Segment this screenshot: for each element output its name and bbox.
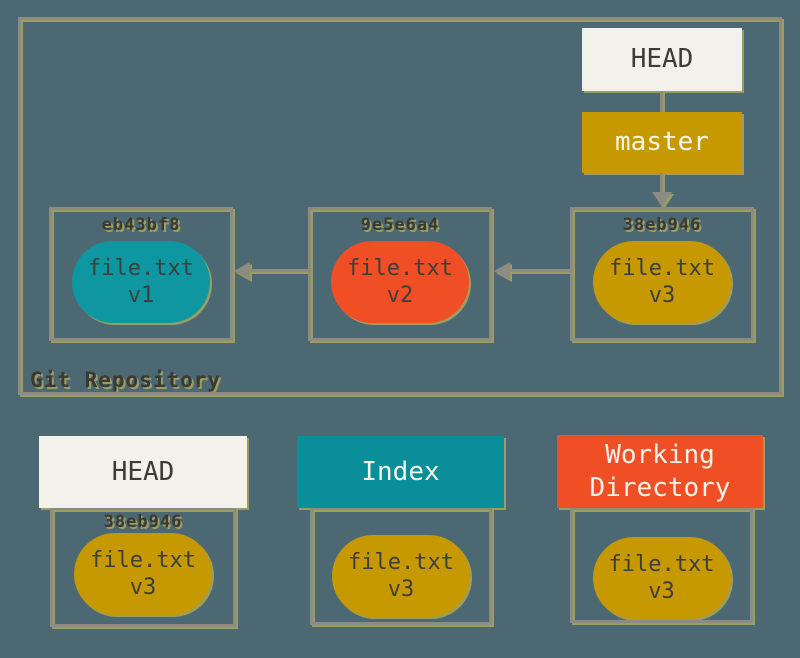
arrowhead-left-icon bbox=[494, 262, 510, 280]
file-snapshot-blob: file.txt v3 bbox=[593, 241, 731, 323]
file-name: file.txt bbox=[347, 255, 453, 281]
file-snapshot-blob: file.txt v2 bbox=[331, 241, 469, 323]
file-snapshot-blob: file.txt v1 bbox=[72, 241, 210, 323]
commit-box-9e5e6a4: 9e5e6a4 file.txt v2 bbox=[308, 207, 492, 341]
head-pointer-box: HEAD bbox=[582, 28, 742, 91]
file-version: v3 bbox=[387, 577, 415, 602]
file-name: file.txt bbox=[90, 547, 196, 573]
head-area-header: HEAD bbox=[39, 436, 247, 508]
commit-hash: 38eb946 bbox=[622, 215, 702, 235]
commit-box-38eb946: 38eb946 file.txt v3 bbox=[570, 207, 754, 341]
file-name: file.txt bbox=[88, 255, 194, 281]
working-directory-title: Working Directory bbox=[589, 440, 731, 503]
file-name: file.txt bbox=[348, 549, 454, 575]
commit-box-eb43bf8: eb43bf8 file.txt v1 bbox=[49, 207, 233, 341]
git-repository-box bbox=[18, 17, 782, 395]
head-area-hash: 38eb946 bbox=[103, 512, 183, 532]
file-snapshot-blob: file.txt v3 bbox=[332, 535, 470, 617]
file-snapshot-blob: file.txt v3 bbox=[74, 533, 212, 615]
master-branch-box: master bbox=[582, 112, 742, 173]
commit-hash: 9e5e6a4 bbox=[360, 215, 440, 235]
working-directory-header: Working Directory bbox=[557, 435, 763, 508]
file-snapshot-blob: file.txt v3 bbox=[592, 537, 731, 619]
file-name: file.txt bbox=[609, 255, 715, 281]
file-version: v3 bbox=[648, 579, 675, 604]
master-branch-label: master bbox=[615, 127, 709, 158]
file-version: v2 bbox=[386, 283, 414, 308]
head-area-title: HEAD bbox=[111, 456, 175, 487]
connector-commit3-to-commit2 bbox=[510, 269, 570, 272]
connector-master-to-commit bbox=[660, 173, 663, 193]
file-version: v1 bbox=[127, 283, 155, 308]
file-name: file.txt bbox=[608, 551, 715, 577]
index-area-box: file.txt v3 bbox=[310, 507, 492, 625]
head-area-box: 38eb946 file.txt v3 bbox=[50, 507, 236, 627]
index-area-header: Index bbox=[297, 436, 504, 508]
working-directory-box: file.txt v3 bbox=[570, 507, 753, 623]
arrowhead-down-icon bbox=[652, 192, 672, 207]
arrowhead-left-icon bbox=[234, 262, 250, 280]
head-pointer-label: HEAD bbox=[630, 44, 694, 75]
index-area-title: Index bbox=[361, 456, 440, 487]
git-repository-label: Git Repository bbox=[30, 368, 222, 392]
file-version: v3 bbox=[648, 283, 676, 308]
file-version: v3 bbox=[129, 575, 157, 600]
connector-commit2-to-commit1 bbox=[250, 269, 308, 272]
connector-head-to-master bbox=[660, 91, 663, 112]
commit-hash: eb43bf8 bbox=[101, 215, 181, 235]
